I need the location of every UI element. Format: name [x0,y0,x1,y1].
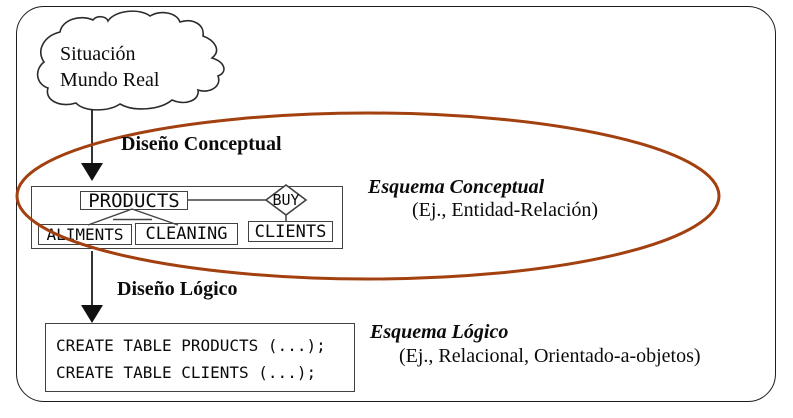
entity-aliments-label: ALIMENTS [46,225,124,244]
cloud-text-line1: Situación [60,43,136,65]
logical-schema-title: Esquema Lógico [370,321,509,343]
sql-line-1: CREATE TABLE PRODUCTS (...); [56,336,326,355]
entity-clients-box: CLIENTS [248,221,333,242]
conceptual-schema-example: (Ej., Entidad-Relación) [412,199,599,221]
relationship-buy-label: BUY [272,191,300,209]
sql-line-2: CREATE TABLE CLIENTS (...); [56,363,317,382]
entity-clients-label: CLIENTS [254,221,327,242]
cloud-text: Situación Mundo Real [60,41,159,93]
logical-design-label: Diseño Lógico [117,278,238,300]
conceptual-schema-title: Esquema Conceptual [368,176,545,198]
entity-products-label: PRODUCTS [88,189,180,212]
entity-products-box: PRODUCTS [80,189,188,212]
sql-code-box: CREATE TABLE PRODUCTS (...); CREATE TABL… [45,323,355,392]
conceptual-design-label: Diseño Conceptual [121,133,282,155]
cloud-text-line2: Mundo Real [60,69,160,91]
entity-cleaning-label: CLEANING [145,224,228,244]
entity-aliments-box: ALIMENTS [38,224,132,245]
logical-schema-example: (Ej., Relacional, Orientado-a-objetos) [399,345,701,367]
entity-cleaning-box: CLEANING [135,223,238,245]
